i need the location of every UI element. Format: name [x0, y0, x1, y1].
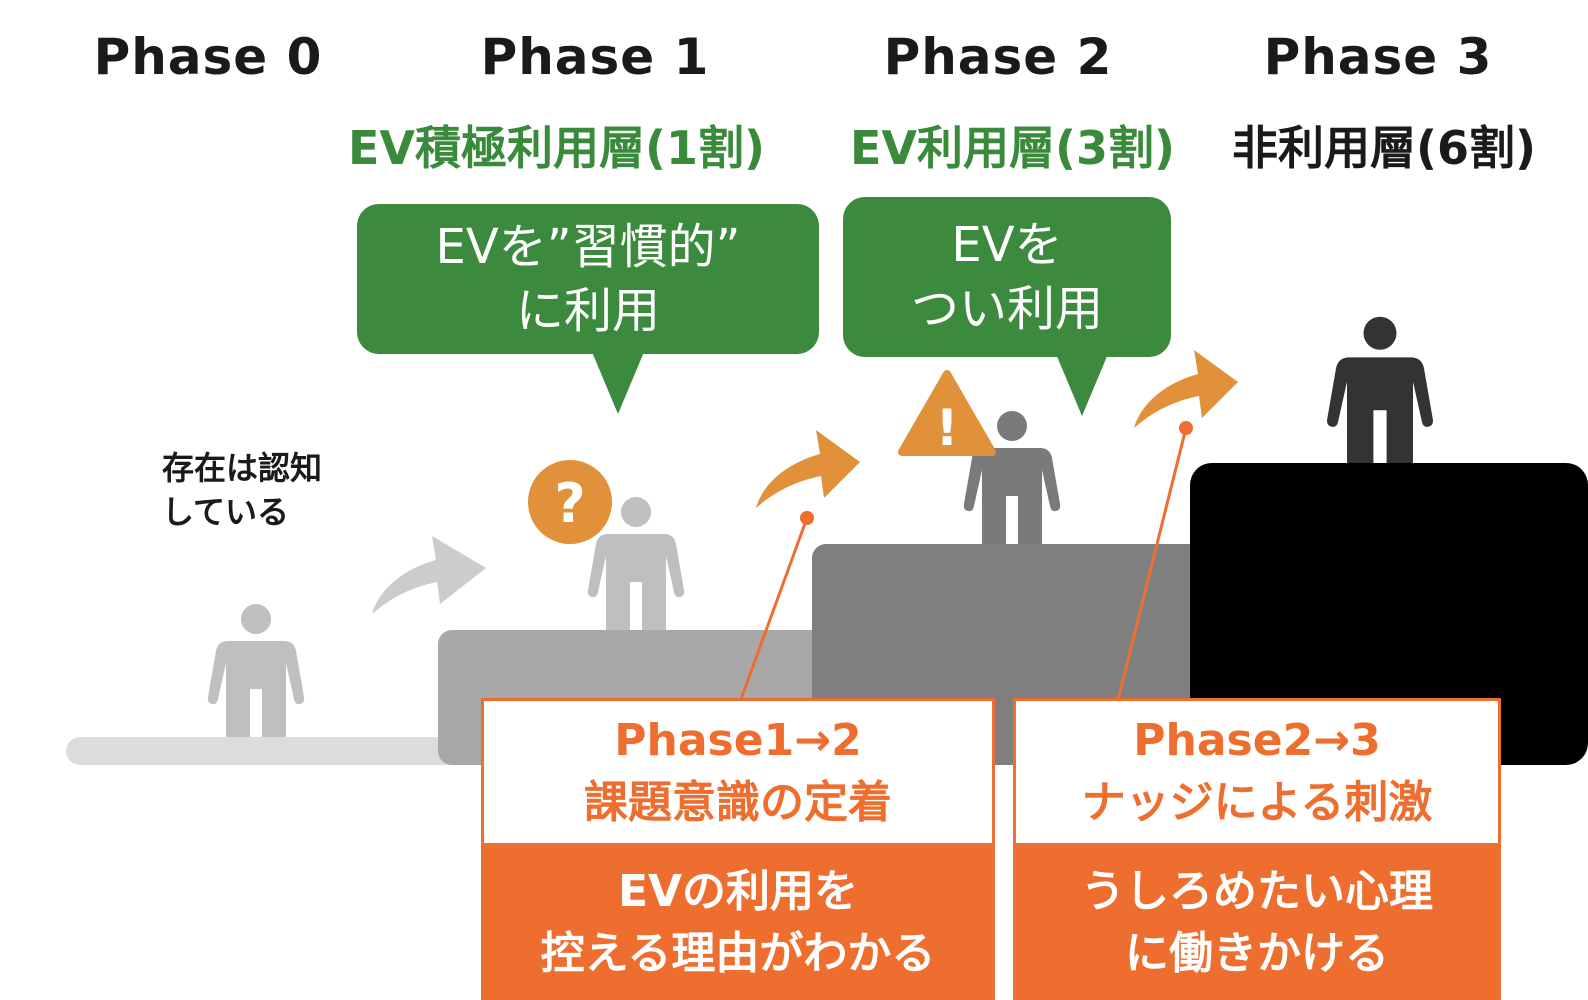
transition-title-box-phase2-3: Phase2→3 ナッジによる刺激 — [1013, 698, 1501, 846]
transition-subtitle: 課題意識の定着 — [584, 777, 892, 828]
person-icon-phase-0 — [207, 604, 305, 737]
curved-arrow-icon-1-to-2 — [756, 430, 860, 508]
transition-detail-line-2: に働きかける — [1125, 928, 1389, 979]
speech-bubble-tail-phase-2 — [1056, 354, 1108, 416]
bubble-line-1: EVを”習慣的” — [435, 219, 741, 275]
transition-detail-line-2: 控える理由がわかる — [540, 928, 936, 979]
note-line-1: 存在は認知 — [162, 449, 323, 487]
connector-phase1-2 — [738, 511, 814, 703]
transition-detail-line-1: EVの利用を — [617, 866, 859, 917]
question-mark: ? — [554, 472, 585, 535]
bubble-line-2: に利用 — [515, 283, 660, 339]
connector-phase2-3 — [1116, 421, 1193, 701]
phase-3-title: Phase 3 — [1263, 28, 1493, 86]
warning-icon: ! — [898, 370, 996, 457]
curved-arrow-icon-0-to-1 — [372, 536, 486, 614]
warning-mark: ! — [936, 399, 959, 457]
segment-label-phase-2: EV利用層(3割) — [850, 121, 1176, 175]
person-icon-phase-3 — [1327, 316, 1433, 463]
transition-detail-line-1: うしろめたい心理 — [1081, 866, 1433, 917]
segment-label-phase-1: EV積極利用層(1割) — [348, 121, 766, 175]
transition-title: Phase1→2 — [614, 715, 862, 766]
speech-bubble-phase-1: EVを”習慣的” に利用 — [357, 204, 819, 354]
phase-0-title: Phase 0 — [93, 28, 323, 86]
phase-0-note: 存在は認知 している — [162, 446, 322, 534]
transition-title: Phase2→3 — [1133, 715, 1381, 766]
phase-2-title: Phase 2 — [883, 28, 1113, 86]
bubble-line-2: つい利用 — [910, 281, 1103, 337]
transition-title-box-phase1-2: Phase1→2 課題意識の定着 — [481, 698, 995, 846]
segment-label-phase-3: 非利用層(6割) — [1232, 121, 1537, 175]
transition-detail-box-phase1-2: EVの利用を 控える理由がわかる — [481, 846, 995, 1000]
transition-subtitle: ナッジによる刺激 — [1081, 777, 1433, 828]
speech-bubble-phase-2: EVを つい利用 — [843, 197, 1171, 357]
note-line-2: している — [162, 493, 290, 531]
question-icon: ? — [528, 460, 612, 544]
curved-arrow-icon-2-to-3 — [1134, 350, 1238, 428]
phase-1-title: Phase 1 — [480, 28, 710, 86]
transition-detail-box-phase2-3: うしろめたい心理 に働きかける — [1013, 846, 1501, 1000]
platform-phase-0 — [66, 737, 486, 765]
speech-bubble-tail-phase-1 — [592, 352, 644, 414]
bubble-line-1: EVを — [951, 217, 1063, 273]
